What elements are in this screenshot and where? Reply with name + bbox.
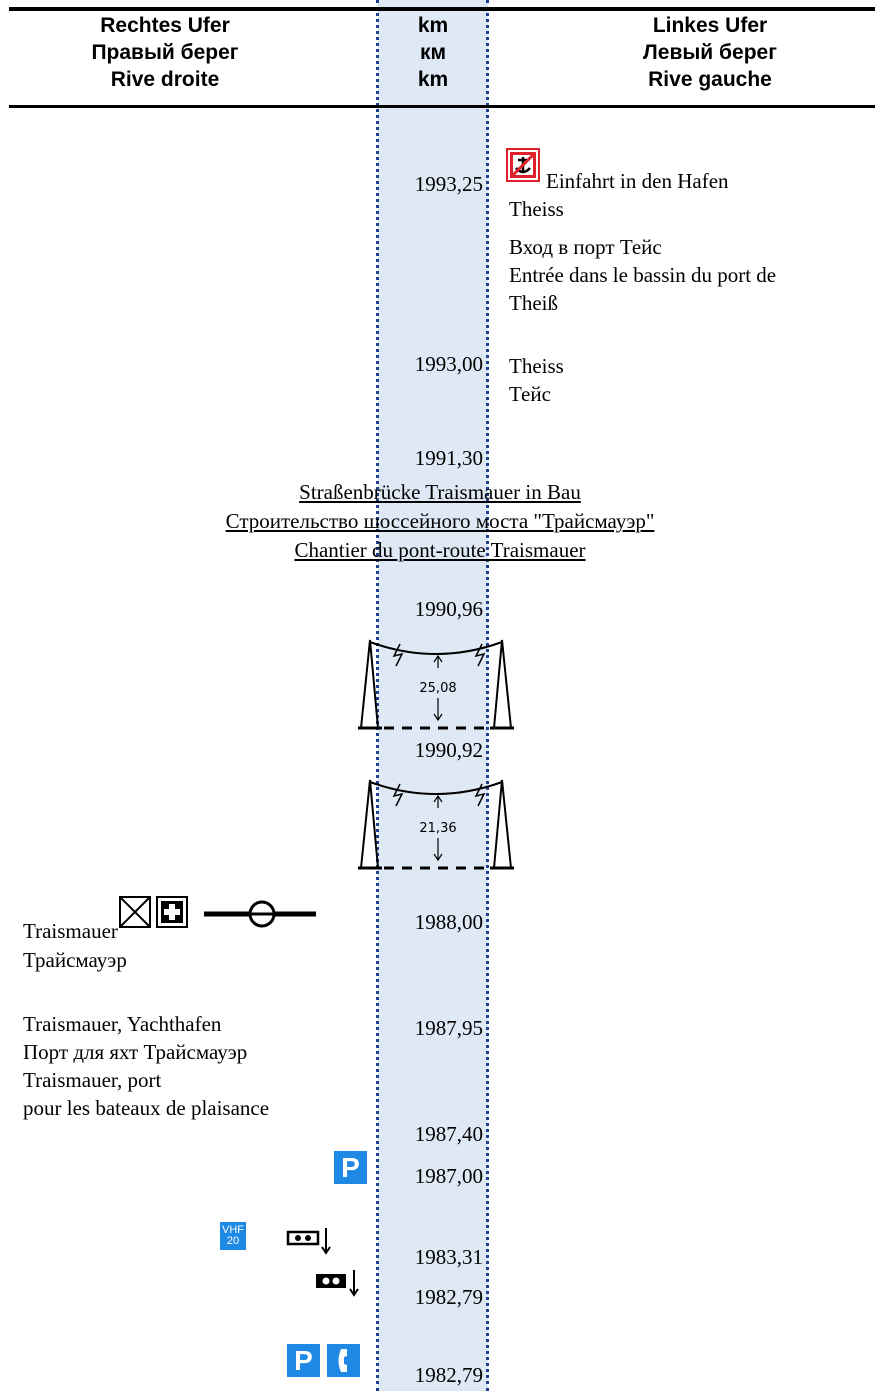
- header-left-bank-de: Linkes Ufer: [652, 14, 768, 37]
- km-marker: 1990,96: [414, 597, 483, 621]
- power-line-clearance-icon: 21,36: [356, 772, 516, 872]
- customs-box-icon: [119, 896, 151, 928]
- phone-icon: [327, 1344, 360, 1377]
- signal-lights-icon: [286, 1226, 336, 1256]
- entry-6-line-1: Traismauer: [23, 919, 118, 943]
- ferry-cable-icon: [196, 900, 321, 928]
- bridge-name-ru: Строительство шоссейного моста "Трайсмау…: [225, 509, 655, 533]
- km-marker: 1982,79: [414, 1363, 483, 1387]
- header-km-fr: km: [417, 68, 449, 91]
- km-column-right-dotline: [486, 0, 489, 1391]
- parking-sign-icon: P: [334, 1151, 367, 1184]
- km-marker: 1983,31: [414, 1245, 483, 1269]
- clearance-value: 21,36: [419, 821, 456, 836]
- km-marker: 1990,92: [414, 738, 483, 762]
- header-right-bank-ru: Правый берег: [91, 41, 239, 64]
- km-marker: 1988,00: [414, 910, 483, 934]
- entry-7-line-4: pour les bateaux de plaisance: [23, 1096, 270, 1120]
- km-marker: 1987,00: [414, 1164, 483, 1188]
- entry-1-line-1: Einfahrt in den Hafen: [546, 169, 729, 193]
- km-marker: 1987,40: [414, 1122, 483, 1146]
- power-line-clearance-icon: 25,08: [356, 632, 516, 732]
- entry-6-line-2: Трайсмауэр: [23, 948, 127, 972]
- vhf-label: VHF: [222, 1224, 244, 1236]
- header-left-bank-fr: Rive gauche: [648, 68, 772, 91]
- parking-sign-icon: P: [287, 1344, 320, 1377]
- entry-1-line-4: Entrée dans le bassin du port de: [509, 263, 777, 287]
- header-left-bank: Linkes Ufer Левый берег Rive gauche: [560, 12, 860, 93]
- header-left-bank-ru: Левый берег: [643, 41, 777, 64]
- clearance-value: 25,08: [419, 681, 456, 696]
- header-bottom-rule: [9, 105, 875, 108]
- header-km: km км km: [380, 12, 486, 93]
- entry-1-line-3: Вход в порт Тейс: [509, 235, 662, 259]
- km-column-band: [378, 0, 488, 1391]
- km-marker: 1991,30: [414, 446, 483, 470]
- bridge-name-de: Straßenbrücke Traismauer in Bau: [299, 480, 581, 504]
- km-marker: 1987,95: [414, 1016, 483, 1040]
- header-right-bank: Rechtes Ufer Правый берег Rive droite: [15, 12, 315, 93]
- entry-7-line-1: Traismauer, Yachthafen: [23, 1012, 222, 1036]
- entry-7-line-2: Порт для яхт Трайсмауэр: [23, 1040, 248, 1064]
- km-column-left-dotline: [376, 0, 379, 1391]
- header-right-bank-de: Rechtes Ufer: [100, 14, 230, 37]
- header-right-bank-fr: Rive droite: [110, 68, 220, 91]
- km-marker: 1993,00: [414, 352, 483, 376]
- entry-1-line-5: Theiß: [509, 291, 558, 315]
- vhf-channel-sign-icon: VHF 20: [220, 1222, 246, 1250]
- vhf-channel: 20: [226, 1235, 240, 1247]
- header-km-de: km: [417, 14, 449, 37]
- no-anchoring-sign-icon: [506, 148, 540, 182]
- signal-lights-filled-icon: [314, 1268, 364, 1298]
- entry-7-line-3: Traismauer, port: [23, 1068, 162, 1092]
- km-marker: 1982,79: [414, 1285, 483, 1309]
- entry-2-line-1: Theiss: [509, 354, 564, 378]
- bridge-name-fr: Chantier du pont-route Traismauer: [294, 538, 586, 562]
- header-top-rule: [9, 7, 875, 11]
- header-km-ru: км: [419, 41, 447, 64]
- first-aid-icon: [156, 896, 188, 928]
- entry-1-line-2: Theiss: [509, 197, 564, 221]
- entry-2-line-2: Тейс: [509, 382, 551, 406]
- km-marker: 1993,25: [414, 172, 483, 196]
